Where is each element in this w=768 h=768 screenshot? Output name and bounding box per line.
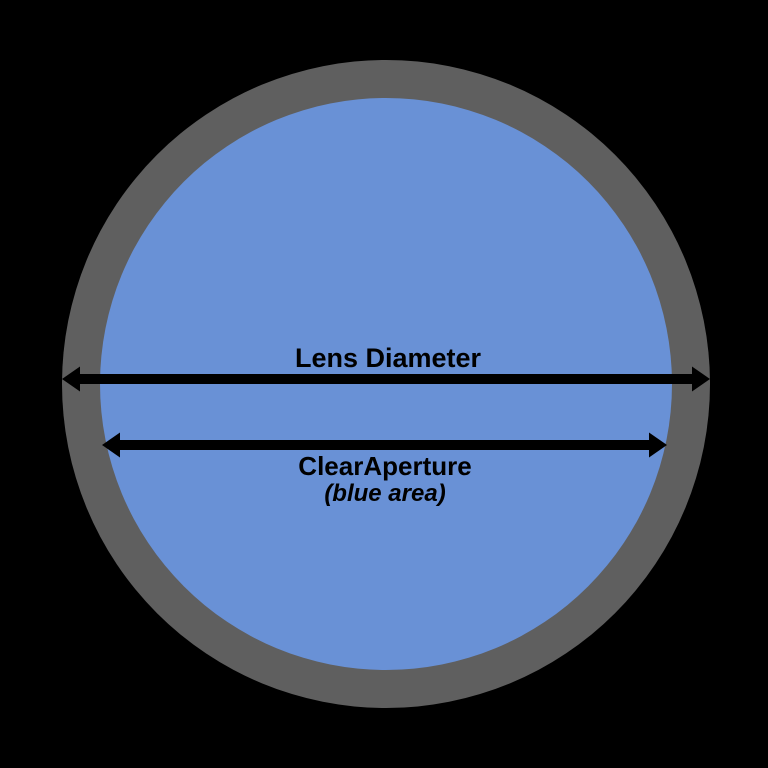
- lens-diameter-arrow: [62, 366, 710, 392]
- clear-aperture-arrow: [102, 432, 667, 458]
- clear-aperture-label: ClearAperture: [298, 451, 471, 481]
- clear-aperture-note-label: (blue area): [324, 480, 445, 507]
- lens-diameter-label: Lens Diameter: [295, 343, 482, 373]
